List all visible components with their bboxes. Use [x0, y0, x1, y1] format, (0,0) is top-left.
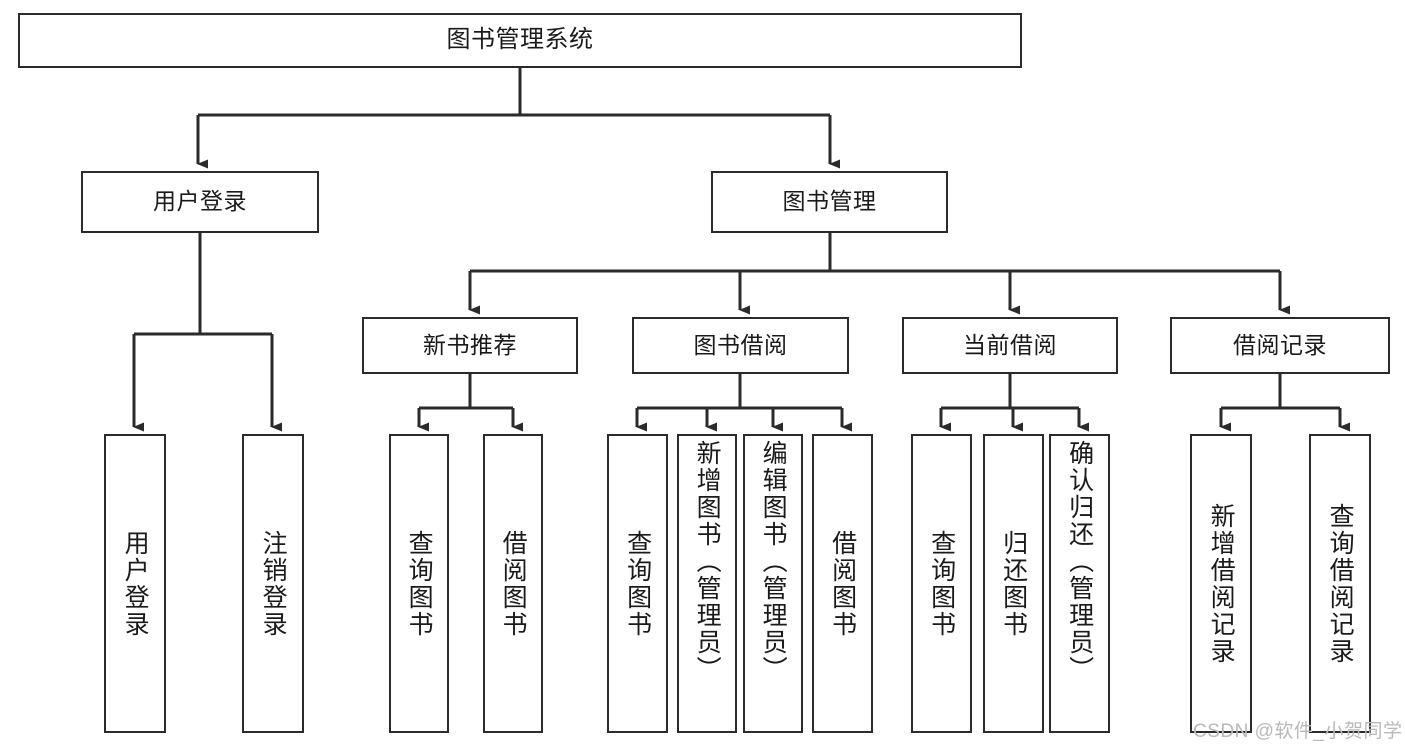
node-leaf-query-record[interactable]: 查询借阅记录: [1309, 434, 1371, 733]
node-leaf-query-record-label: 查询借阅记录: [1326, 502, 1355, 665]
node-leaf-query-book-1[interactable]: 查询图书: [389, 434, 449, 733]
node-leaf-logout-label: 注销登录: [259, 529, 288, 638]
node-borrow-record-label: 借阅记录: [1233, 331, 1327, 358]
node-leaf-query-book-1-label: 查询图书: [405, 529, 434, 638]
node-leaf-borrow-book-2-label: 借阅图书: [828, 529, 857, 638]
node-leaf-user-login-label: 用户登录: [121, 529, 150, 638]
node-leaf-confirm-return-label: 确认归还（管理员）: [1065, 440, 1094, 683]
node-user-login[interactable]: 用户登录: [81, 171, 319, 233]
node-leaf-edit-book-label: 编辑图书（管理员）: [759, 440, 788, 683]
node-leaf-borrow-book-1[interactable]: 借阅图书: [483, 434, 543, 733]
node-root-label: 图书管理系统: [446, 26, 594, 54]
node-book-manage-label: 图书管理: [782, 188, 877, 215]
node-leaf-logout[interactable]: 注销登录: [242, 434, 304, 733]
node-book-borrow-label: 图书借阅: [693, 331, 788, 358]
node-leaf-borrow-book-1-label: 借阅图书: [499, 529, 528, 638]
node-leaf-return-book-label: 归还图书: [999, 529, 1028, 638]
node-leaf-add-record[interactable]: 新增借阅记录: [1190, 434, 1252, 733]
node-current-borrow-label: 当前借阅: [963, 331, 1057, 358]
node-user-login-label: 用户登录: [153, 188, 247, 215]
node-leaf-return-book[interactable]: 归还图书: [983, 434, 1044, 733]
node-leaf-query-book-2[interactable]: 查询图书: [607, 434, 668, 733]
node-leaf-query-book-2-label: 查询图书: [623, 529, 652, 638]
node-leaf-confirm-return[interactable]: 确认归还（管理员）: [1049, 434, 1110, 733]
node-current-borrow[interactable]: 当前借阅: [902, 317, 1118, 374]
node-leaf-query-book-3-label: 查询图书: [927, 529, 956, 638]
node-book-manage[interactable]: 图书管理: [711, 171, 948, 233]
node-book-borrow[interactable]: 图书借阅: [632, 317, 849, 374]
node-new-book-recommend-label: 新书推荐: [423, 331, 517, 358]
node-new-book-recommend[interactable]: 新书推荐: [362, 317, 578, 374]
node-leaf-add-book-label: 新增图书（管理员）: [693, 440, 722, 683]
node-leaf-edit-book[interactable]: 编辑图书（管理员）: [743, 434, 803, 733]
node-borrow-record[interactable]: 借阅记录: [1170, 317, 1390, 374]
node-leaf-user-login[interactable]: 用户登录: [104, 434, 166, 733]
node-leaf-add-book[interactable]: 新增图书（管理员）: [677, 434, 737, 733]
node-root[interactable]: 图书管理系统: [18, 13, 1022, 68]
node-leaf-borrow-book-2[interactable]: 借阅图书: [812, 434, 873, 733]
node-leaf-add-record-label: 新增借阅记录: [1207, 502, 1236, 665]
csdn-watermark: CSDN @软件_小贺同学: [1193, 721, 1403, 742]
node-leaf-query-book-3[interactable]: 查询图书: [911, 434, 972, 733]
